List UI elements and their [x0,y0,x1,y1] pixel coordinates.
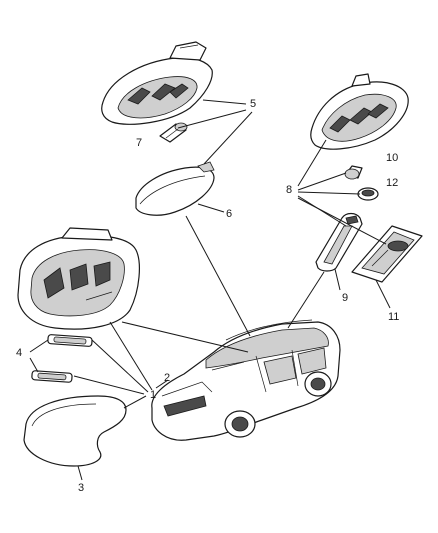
callout-11: 11 [388,311,400,323]
part-3-lens [23,395,127,467]
part-7-bulb [159,122,188,143]
callout-12: 12 [386,177,399,189]
callout-5: 5 [250,98,257,110]
part-4-bulbs [31,334,93,383]
part-11-console-lens [351,225,423,283]
callout-10: 10 [386,152,399,164]
callout-4: 4 [16,347,23,359]
part-10-bulb [344,165,363,180]
callout-3: 3 [78,482,85,494]
callout-7: 7 [136,137,143,149]
callout-1: 1 [150,389,157,401]
callout-6: 6 [226,208,233,220]
part-8-overhead-console [310,73,409,150]
part-5-overhead-console [101,41,213,125]
part-12-button [357,187,379,201]
part-6-lens [135,161,215,216]
part-9-lamp-lens [315,212,363,272]
callout-9: 9 [342,292,349,304]
callout-8: 8 [286,184,293,196]
callout-2: 2 [164,372,171,384]
vehicle-illustration [151,319,341,441]
leader-lines [29,99,391,481]
part-1-overhead-console [17,227,140,330]
